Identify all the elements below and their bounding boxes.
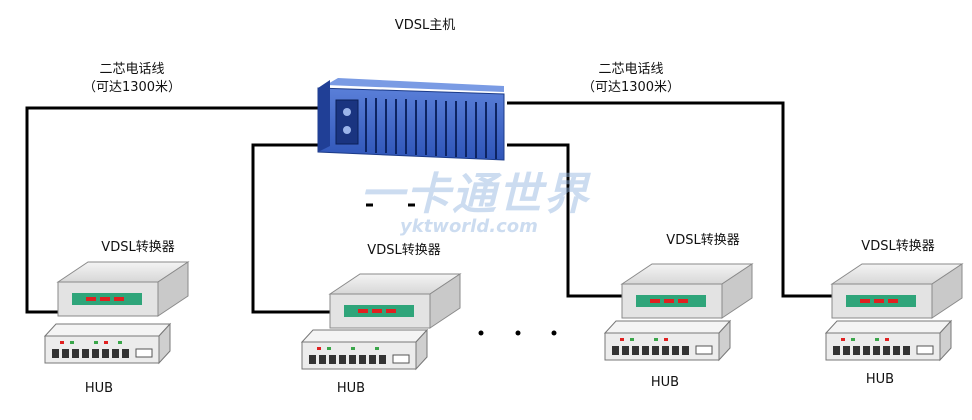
ellipsis-dots [478,330,557,336]
cable-left-outer [25,106,322,314]
hub-label-2: HUB [336,381,366,396]
vdsl-host-chassis [317,78,505,161]
converter-label-2: VDSL转换器 [367,243,441,258]
cable-left-inner [251,143,330,314]
converter-label-3: VDSL转换器 [666,233,740,248]
host-label: VDSL主机 [394,18,456,33]
hub-label-1: HUB [84,381,114,396]
hub-label-4: HUB [865,372,895,387]
right-cable-label-line1: 二芯电话线 [598,62,664,77]
phone-cables [25,101,835,314]
converter-label-4: VDSL转换器 [861,239,935,254]
vdsl-converter-1 [56,261,190,317]
host-cards [365,98,497,159]
right-cable-label-line2: （可达1300米） [581,80,681,95]
left-cable-label-line1: 二芯电话线 [99,62,165,77]
cable-right-inner [507,143,622,298]
hub-label-3: HUB [650,375,680,390]
hub-device-4 [824,319,953,362]
hub-device-1 [43,322,172,365]
vdsl-converter-4 [830,263,964,319]
cable-right-outer [507,101,835,298]
left-cable-label-line2: （可达1300米） [82,80,182,95]
hub-device-2 [300,328,429,371]
vdsl-converter-3 [620,263,754,319]
vdsl-converter-2 [328,273,462,329]
hub-device-3 [603,319,732,362]
converter-label-1: VDSL转换器 [101,240,175,255]
